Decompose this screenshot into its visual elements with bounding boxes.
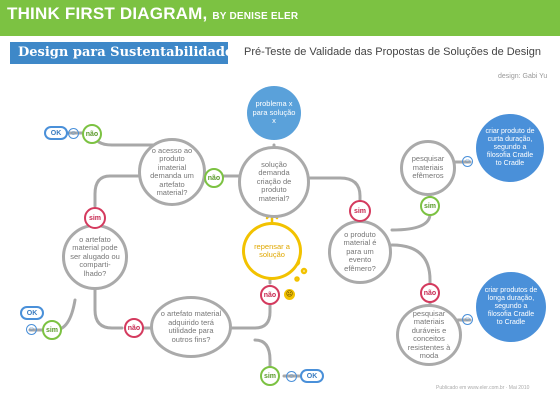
solution-text: solução demanda criação de produto mater…: [256, 159, 292, 203]
smile-icon: ☺: [286, 371, 297, 382]
nao-badge-utility: não: [260, 285, 280, 305]
sim-badge-ephemeral: sim: [349, 200, 371, 222]
banner-text: Design para Sustentabilidade: [18, 45, 234, 60]
utility-node: o artefato material adquirido terá utili…: [150, 296, 232, 358]
header-byline: BY DENISE ELER: [212, 11, 299, 22]
problem-node: problema x para solução x: [247, 86, 301, 140]
nao-badge-solution: não: [204, 168, 224, 188]
nao-badge-rent: não: [124, 318, 144, 338]
short-life-bubble: criar produto de curta duração, segundo …: [476, 114, 544, 182]
problem-text: problema x para solução x: [252, 99, 296, 126]
research-ephemeral-text: pesquisar materiais efêmeros: [411, 154, 445, 181]
sim-badge-utility: sim: [260, 366, 280, 386]
ok-badge-top-left: OK: [44, 126, 68, 140]
smile-icon: ☺: [462, 156, 473, 167]
research-ephemeral-node: pesquisar materiais efêmeros: [400, 140, 456, 196]
research-durable-text: pesquisar materiais duráveis e conceitos…: [407, 308, 451, 360]
long-life-text: criar produtos de longa duração, segundo…: [484, 287, 538, 326]
nao-badge-ephemeral: não: [420, 283, 440, 303]
header-title: THINK FIRST DIAGRAM, BY DENISE ELER: [7, 4, 298, 24]
rethink-node: repensar a solução: [242, 222, 302, 280]
sim-badge-rent: sim: [84, 207, 106, 229]
access-text: o acesso ao produto imaterial demanda um…: [150, 145, 194, 197]
section-banner: Design para Sustentabilidade: [10, 42, 233, 64]
sad-face-icon: ☹: [284, 289, 295, 300]
short-life-text: criar produto de curta duração, segundo …: [485, 128, 535, 167]
access-node: o acesso ao produto imaterial demanda um…: [138, 138, 206, 206]
ephemeral-text: o produto material é para um evento efêm…: [343, 229, 377, 273]
sim-badge-research-ephemeral: sim: [420, 196, 440, 216]
rethink-text: repensar a solução: [254, 241, 290, 259]
ephemeral-node: o produto material é para um evento efêm…: [328, 220, 392, 284]
header-bar: THINK FIRST DIAGRAM, BY DENISE ELER: [0, 0, 560, 36]
footer-note: Publicado em www.eler.com.br · Mai 2010: [436, 385, 530, 391]
utility-text: o artefato material adquirido terá utili…: [160, 309, 222, 344]
sim-badge-rent-left: sim: [42, 320, 62, 340]
nao-badge-access: não: [82, 124, 102, 144]
rent-text: o artefato material pode ser alugado ou …: [70, 234, 120, 278]
smile-icon: ☺: [462, 314, 473, 325]
research-durable-node: pesquisar materiais duráveis e conceitos…: [396, 304, 462, 366]
design-credit: design: Gabi Yu: [498, 73, 548, 80]
diagram-subtitle: Pré-Teste de Validade das Propostas de S…: [244, 46, 541, 58]
ok-badge-bottom-left: OK: [20, 306, 44, 320]
long-life-bubble: criar produtos de longa duração, segundo…: [476, 272, 546, 342]
header-title-main: THINK FIRST DIAGRAM,: [7, 4, 208, 23]
ok-badge-bottom: OK: [300, 369, 324, 383]
rent-node: o artefato material pode ser alugado ou …: [62, 224, 128, 290]
smile-icon: ☺: [26, 324, 37, 335]
solution-node: solução demanda criação de produto mater…: [238, 146, 310, 218]
smile-icon: ☺: [68, 128, 79, 139]
